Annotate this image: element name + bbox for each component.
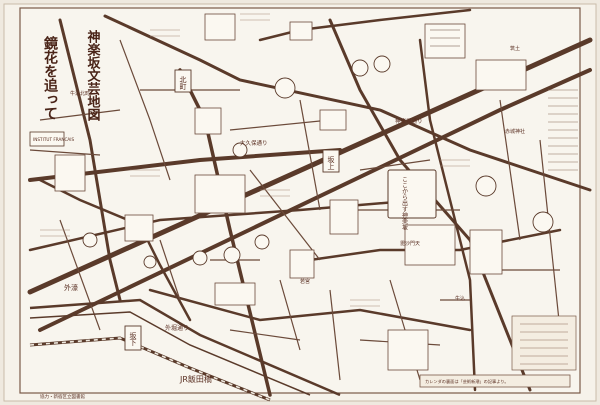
road-right-vertical (418, 38, 477, 392)
right-info-column (548, 89, 578, 171)
jr-rail-line (29, 336, 271, 402)
bottom-note-box: カレンダの裏面は「芸術新潮」の記事より。 (419, 374, 571, 388)
label-kagurazaka-dori: 神楽坂通り (395, 117, 423, 125)
label-okubo-dori: 大久保通り (240, 139, 268, 147)
subtitle-text: 鏡花を追って (42, 35, 58, 120)
center-callout-text: ここから出す神楽坂 (401, 176, 408, 231)
label-ushigome: 牛込北町 (70, 90, 90, 97)
label-sotobori: 外濠 (64, 283, 78, 292)
svg-text:坂下: 坂下 (129, 331, 137, 347)
label-iidabashi-station: JR飯田橋 (179, 374, 212, 384)
bottom-right-info-block (511, 315, 577, 371)
road-vertical-right (328, 18, 532, 392)
sotobori-moat-edge (29, 298, 341, 397)
road-okubo-dori (28, 148, 342, 182)
title-text: 神楽坂文芸地図 (85, 29, 102, 122)
road-left-vertical (58, 18, 122, 302)
institut-sign: INSTITUT FRANCAIS (29, 131, 74, 147)
label-sakaue: 坂上 (322, 149, 340, 173)
label-ushigome-area: 牛込 (455, 295, 465, 302)
label-akagi: 赤城神社 (505, 128, 525, 135)
label-kitamachi: 北町 (174, 69, 192, 93)
road-lower-mid (148, 288, 472, 332)
label-sakashita: 坂下 (124, 325, 142, 351)
label-bishamon: 毘沙門天 (400, 241, 420, 247)
svg-text:坂上: 坂上 (327, 155, 335, 170)
building-illustrations (54, 13, 527, 371)
svg-text:北町: 北町 (179, 76, 187, 90)
map-title: 神楽坂文芸地図 鏡花を追って (42, 29, 101, 122)
label-credit: 協力・新宿区立図書館 (40, 393, 85, 400)
sotobori-moat-edge-2 (29, 311, 311, 396)
label-wakamiya: 若宮 (300, 278, 310, 285)
annotation-blocks (40, 13, 470, 307)
road-top-right (258, 8, 472, 42)
center-callout: ここから出す神楽坂 (387, 169, 437, 231)
label-tsukudo: 筑土 (510, 45, 520, 52)
bottom-note-text: カレンダの裏面は「芸術新潮」の記事より。 (425, 378, 509, 385)
institut-label: INSTITUT FRANCAIS (33, 137, 74, 142)
label-sotobori-dori: 外堀通り (165, 324, 189, 332)
side-streets (29, 39, 561, 381)
road-upper (103, 14, 592, 192)
